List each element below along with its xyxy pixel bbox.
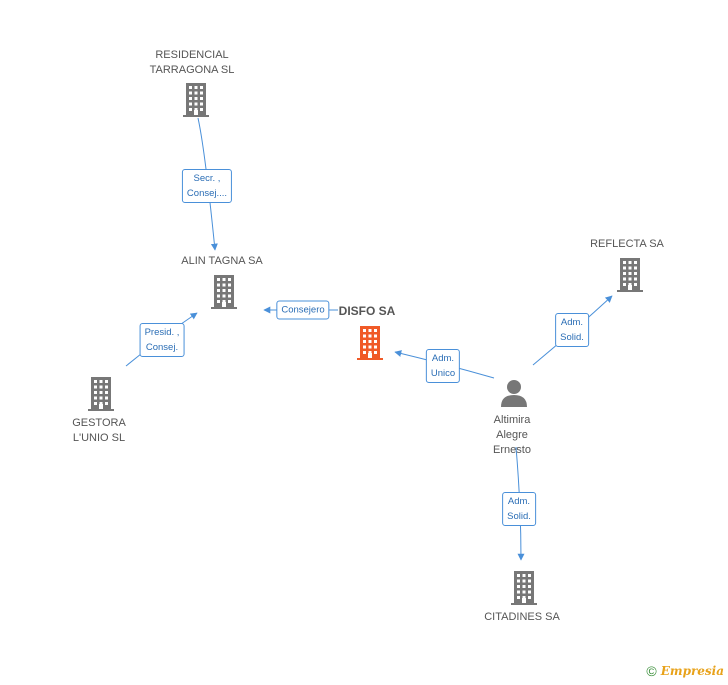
edge-label[interactable]: Secr. , Consej.... xyxy=(181,169,233,203)
copyright-symbol: © xyxy=(646,663,657,679)
node-label-alintagna[interactable]: ALIN TAGNA SA xyxy=(181,255,263,267)
building-icon[interactable] xyxy=(617,258,643,292)
building-icon[interactable] xyxy=(183,83,209,117)
brand-text: Empresia xyxy=(660,664,724,678)
edge-label[interactable]: Adm. Solid. xyxy=(555,313,589,347)
node-label-disfo[interactable]: DISFO SA xyxy=(338,304,396,318)
building-icon[interactable] xyxy=(357,326,383,360)
brand-logo: Empresia xyxy=(661,664,724,678)
node-label-gestora[interactable]: GESTORA L'UNIO SL xyxy=(72,417,126,444)
edge-residencial-alintagna xyxy=(197,117,218,251)
building-icon[interactable] xyxy=(511,571,537,605)
edge-label[interactable]: Adm. Unico xyxy=(425,349,461,383)
building-icon[interactable] xyxy=(88,377,114,411)
copyright-footer: © Empresia xyxy=(646,663,724,679)
edge-label[interactable]: Consejero xyxy=(276,300,330,320)
person-icon[interactable] xyxy=(501,380,527,407)
edge-label[interactable]: Adm. Solid. xyxy=(502,492,536,526)
edge-label[interactable]: Presid. , Consej. xyxy=(139,323,185,357)
node-label-altimira[interactable]: Altimira Alegre Ernesto xyxy=(493,414,531,456)
node-label-residencial[interactable]: RESIDENCIAL TARRAGONA SL xyxy=(149,49,235,76)
node-label-reflecta[interactable]: REFLECTA SA xyxy=(590,238,664,250)
node-label-citadines[interactable]: CITADINES SA xyxy=(484,611,560,623)
building-icon[interactable] xyxy=(211,275,237,309)
